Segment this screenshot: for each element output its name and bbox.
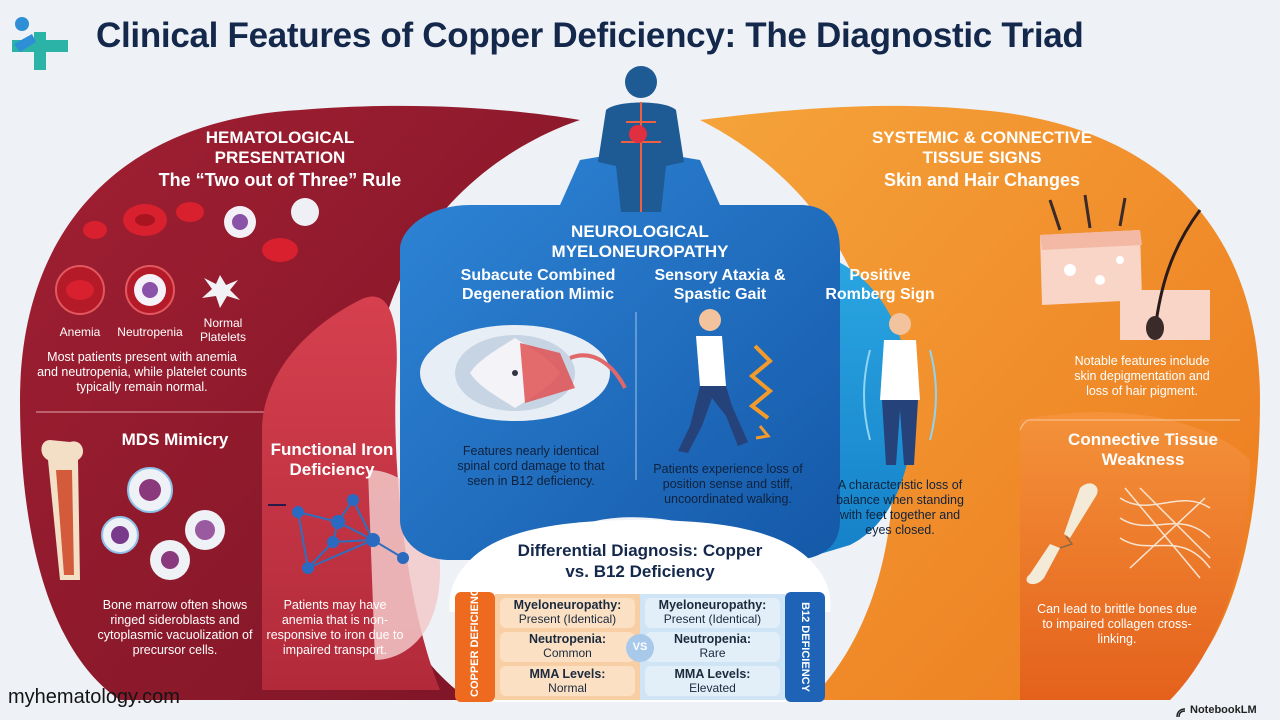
neutropenia-label: Neutropenia	[117, 325, 183, 339]
copper-row-neutropenia: Neutropenia:Common	[528, 632, 607, 660]
iron-text: Patients may have anemia that is non-res…	[266, 598, 404, 657]
spinal-cord-cross-section-icon	[420, 325, 627, 421]
romberg-heading: Positive Romberg Sign	[825, 267, 935, 303]
app-logo-icon	[12, 17, 68, 70]
differential-table-background	[455, 592, 825, 702]
copper-row-mma: MMA Levels:Normal	[529, 667, 606, 695]
b12-deficiency-label: B12 DEFICIENCY	[799, 602, 812, 692]
scd-heading: Subacute Combined Degeneration Mimic	[460, 267, 616, 303]
hematological-heading: HEMATOLOGICAL PRESENTATION	[205, 128, 355, 167]
iron-transport-network-icon	[268, 494, 409, 574]
standing-person-icon	[863, 313, 937, 465]
b12-row-mma: MMA Levels:Elevated	[674, 667, 751, 695]
blood-cells-icon	[55, 198, 319, 315]
brittle-bone-collagen-icon	[1026, 483, 1211, 585]
connective-text: Can lead to brittle bones due to impaire…	[1037, 602, 1197, 646]
b12-row-neutropenia: Neutropenia:Rare	[673, 632, 752, 660]
bone-marrow-icon	[41, 440, 225, 580]
romberg-text: A characteristic loss of balance when st…	[836, 478, 964, 537]
copper-row-myeloneuropathy: Myeloneuropathy:Present (Identical)	[513, 598, 622, 626]
walking-person-icon	[678, 309, 774, 453]
differential-heading: Differential Diagnosis: Copper vs. B12 D…	[517, 541, 763, 581]
iron-heading: Functional Iron Deficiency	[270, 440, 394, 479]
systemic-text: Notable features include skin depigmenta…	[1074, 354, 1210, 398]
systemic-subheading: Skin and Hair Changes	[883, 170, 1081, 190]
notebooklm-brand: NotebookLM	[1190, 704, 1257, 716]
ataxia-heading: Sensory Ataxia & Spastic Gait	[654, 267, 786, 303]
normal-platelets-label: Normal Platelets	[199, 316, 247, 344]
connective-heading: Connective Tissue Weakness	[1068, 430, 1218, 469]
neurological-heading: NEUROLOGICAL MYELONEUROPATHY	[551, 222, 729, 261]
skin-hair-icon	[1040, 194, 1210, 340]
hematological-subheading: The “Two out of Three” Rule	[158, 170, 402, 190]
copper-deficiency-label: COPPER DEFICIENCY	[469, 580, 481, 697]
page-title: Clinical Features of Copper Deficiency: …	[96, 16, 1084, 55]
mds-heading: MDS Mimicry	[121, 430, 229, 449]
b12-row-myeloneuropathy: Myeloneuropathy:Present (Identical)	[658, 598, 767, 626]
systemic-heading: SYSTEMIC & CONNECTIVE TISSUE SIGNS	[871, 128, 1093, 167]
site-watermark: myhematology.com	[8, 686, 180, 708]
mds-text: Bone marrow often shows ringed siderobla…	[97, 598, 253, 657]
human-body-icon	[598, 66, 684, 212]
notebooklm-icon	[1176, 705, 1186, 718]
ataxia-text: Patients experience loss of position sen…	[653, 462, 803, 506]
scd-text: Features nearly identical spinal cord da…	[457, 444, 605, 488]
hematological-text: Most patients present with anemia and ne…	[37, 350, 247, 394]
anemia-label: Anemia	[59, 325, 101, 339]
vs-badge: VS	[632, 641, 648, 653]
